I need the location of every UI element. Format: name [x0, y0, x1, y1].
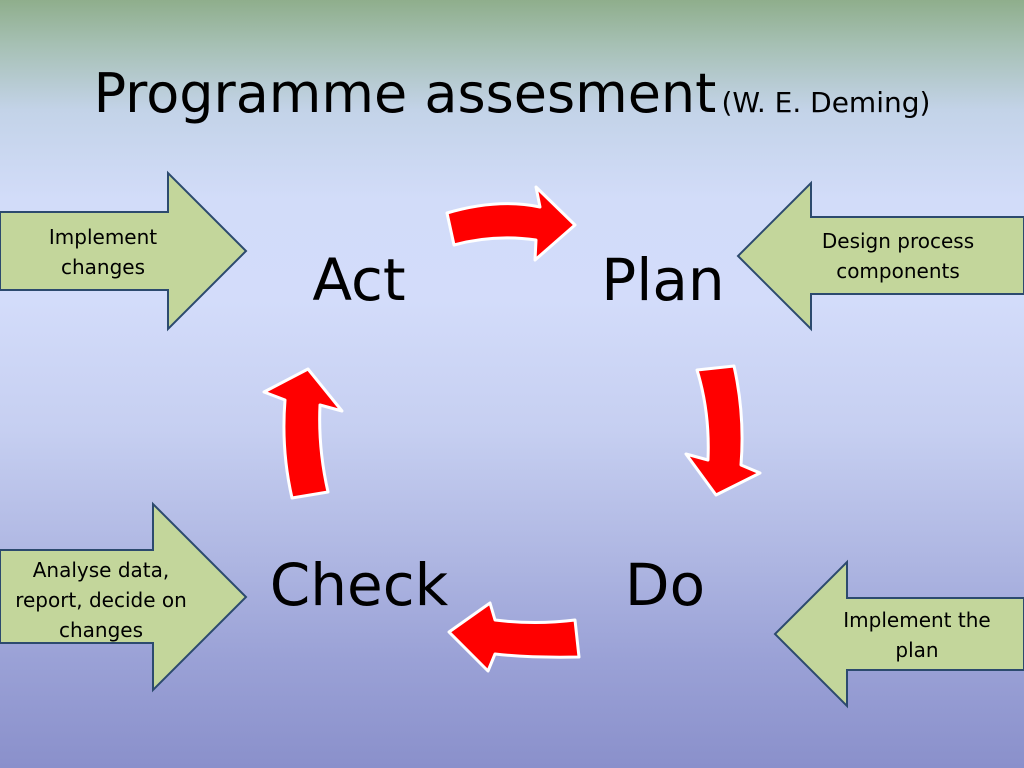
- cycle-arrow-act-to-plan: [445, 185, 577, 262]
- stage-label-do: Do: [624, 551, 706, 619]
- stage-label-check: Check: [269, 551, 449, 619]
- stage-label-act: Act: [312, 246, 406, 314]
- title-attribution: (W. E. Deming): [721, 86, 931, 119]
- callout-arrow-do: [773, 559, 1024, 709]
- callout-arrow-plan: [736, 180, 1024, 332]
- callout-text-check: Analyse data, report, decide on changes: [15, 558, 187, 642]
- cycle-arrow-do-to-check: [447, 601, 581, 673]
- slide-title: Programme assesment (W. E. Deming): [0, 62, 1024, 125]
- stage-label-plan: Plan: [601, 246, 725, 314]
- callout-text-do: Implement the plan: [843, 608, 991, 662]
- title-main: Programme assesment: [93, 62, 717, 125]
- callout-arrow-act: [0, 170, 248, 332]
- cycle-arrow-plan-to-do: [684, 364, 762, 497]
- cycle-arrow-check-to-act: [262, 367, 344, 500]
- callout-text-act: Implement changes: [48, 225, 158, 279]
- callout-text-plan: Design process components: [821, 229, 975, 283]
- callout-arrow-check: [0, 501, 248, 693]
